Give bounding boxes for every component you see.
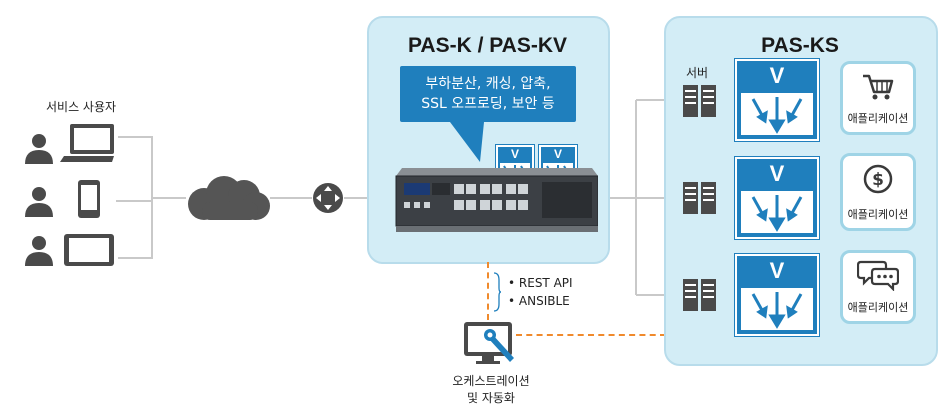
server-icon [683,85,716,117]
app-label: 애플리케이션 [847,112,909,125]
api-item-rest: • REST API [508,276,573,290]
tablet-icon [64,234,114,266]
callout-pointer [450,122,484,162]
vnf-instance: V [735,157,819,239]
user-icon [25,236,53,266]
smartphone-icon [78,180,100,218]
features-callout: 부하분산, 캐싱, 압축, SSL 오프로딩, 보안 등 [400,66,576,122]
api-connector-line [487,262,489,320]
api-brace [493,272,502,312]
load-balance-arrows-icon [741,288,813,330]
users-label: 서비스 사용자 [46,100,117,114]
app-label: 애플리케이션 [847,301,909,314]
orchestration-link-line [516,334,666,336]
user-icon [25,134,53,164]
laptop-icon [60,124,114,162]
svg-text:$: $ [872,170,884,190]
shopping-cart-icon [863,74,894,100]
features-line-2: SSL 오프로딩, 보안 등 [421,96,555,112]
user-icon [25,187,53,217]
server-icon [683,279,716,311]
cloud-icon [188,176,270,220]
app-box: 애플리케이션 [840,250,916,324]
chat-bubbles-icon [857,260,899,291]
orchestration-label-line1: 오케스트레이션 [452,374,530,388]
server-icon [683,182,716,214]
vnf-instance: V [735,59,819,141]
appliance-device [395,168,598,232]
api-item-ansible: • ANSIBLE [508,294,570,308]
vnf-instance: V [735,254,819,336]
features-line-1: 부하분산, 캐싱, 압축, [425,76,551,92]
server-label: 서버 [686,66,709,80]
pas-k-title: PAS-K / PAS-KV [407,34,568,57]
orchestration-monitor-icon [464,322,514,364]
load-balance-arrows-icon [741,93,813,135]
app-box: 애플리케이션 [840,61,916,135]
app-label: 애플리케이션 [847,208,909,221]
pas-ks-title: PAS-KS [761,34,839,57]
app-box: $ 애플리케이션 [840,153,916,231]
router-icon [313,183,343,213]
load-balance-arrows-icon [741,191,813,233]
dollar-icon: $ [863,164,893,194]
orchestration-label-line2: 및 자동화 [467,391,515,405]
